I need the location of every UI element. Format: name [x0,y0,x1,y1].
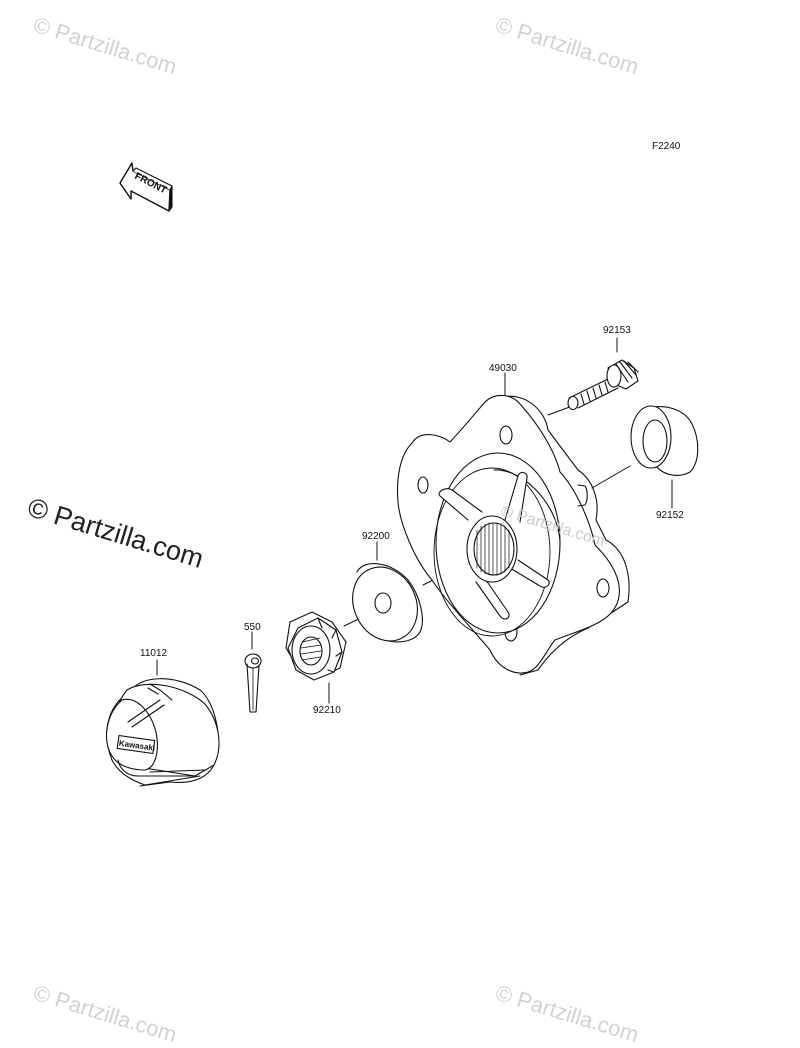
hub-nut [285,611,347,681]
front-arrow-icon: FRONT [119,162,173,212]
wheel-hub: © Partzilla.com [397,394,630,676]
callout-92153: 92153 [603,325,631,336]
callout-92210: 92210 [313,705,341,716]
callout-92152: 92152 [656,510,684,521]
callout-49030: 49030 [489,363,517,374]
figure-code: F2240 [652,141,681,152]
cotter-pin [244,653,262,713]
washer [352,563,423,643]
hub-cap: Kawasaki [106,678,220,787]
callout-92200: 92200 [362,531,390,542]
spacer-collar [630,405,699,476]
wheel-stud [567,359,639,411]
callout-550: 550 [244,622,261,633]
callout-11012: 11012 [140,648,168,659]
